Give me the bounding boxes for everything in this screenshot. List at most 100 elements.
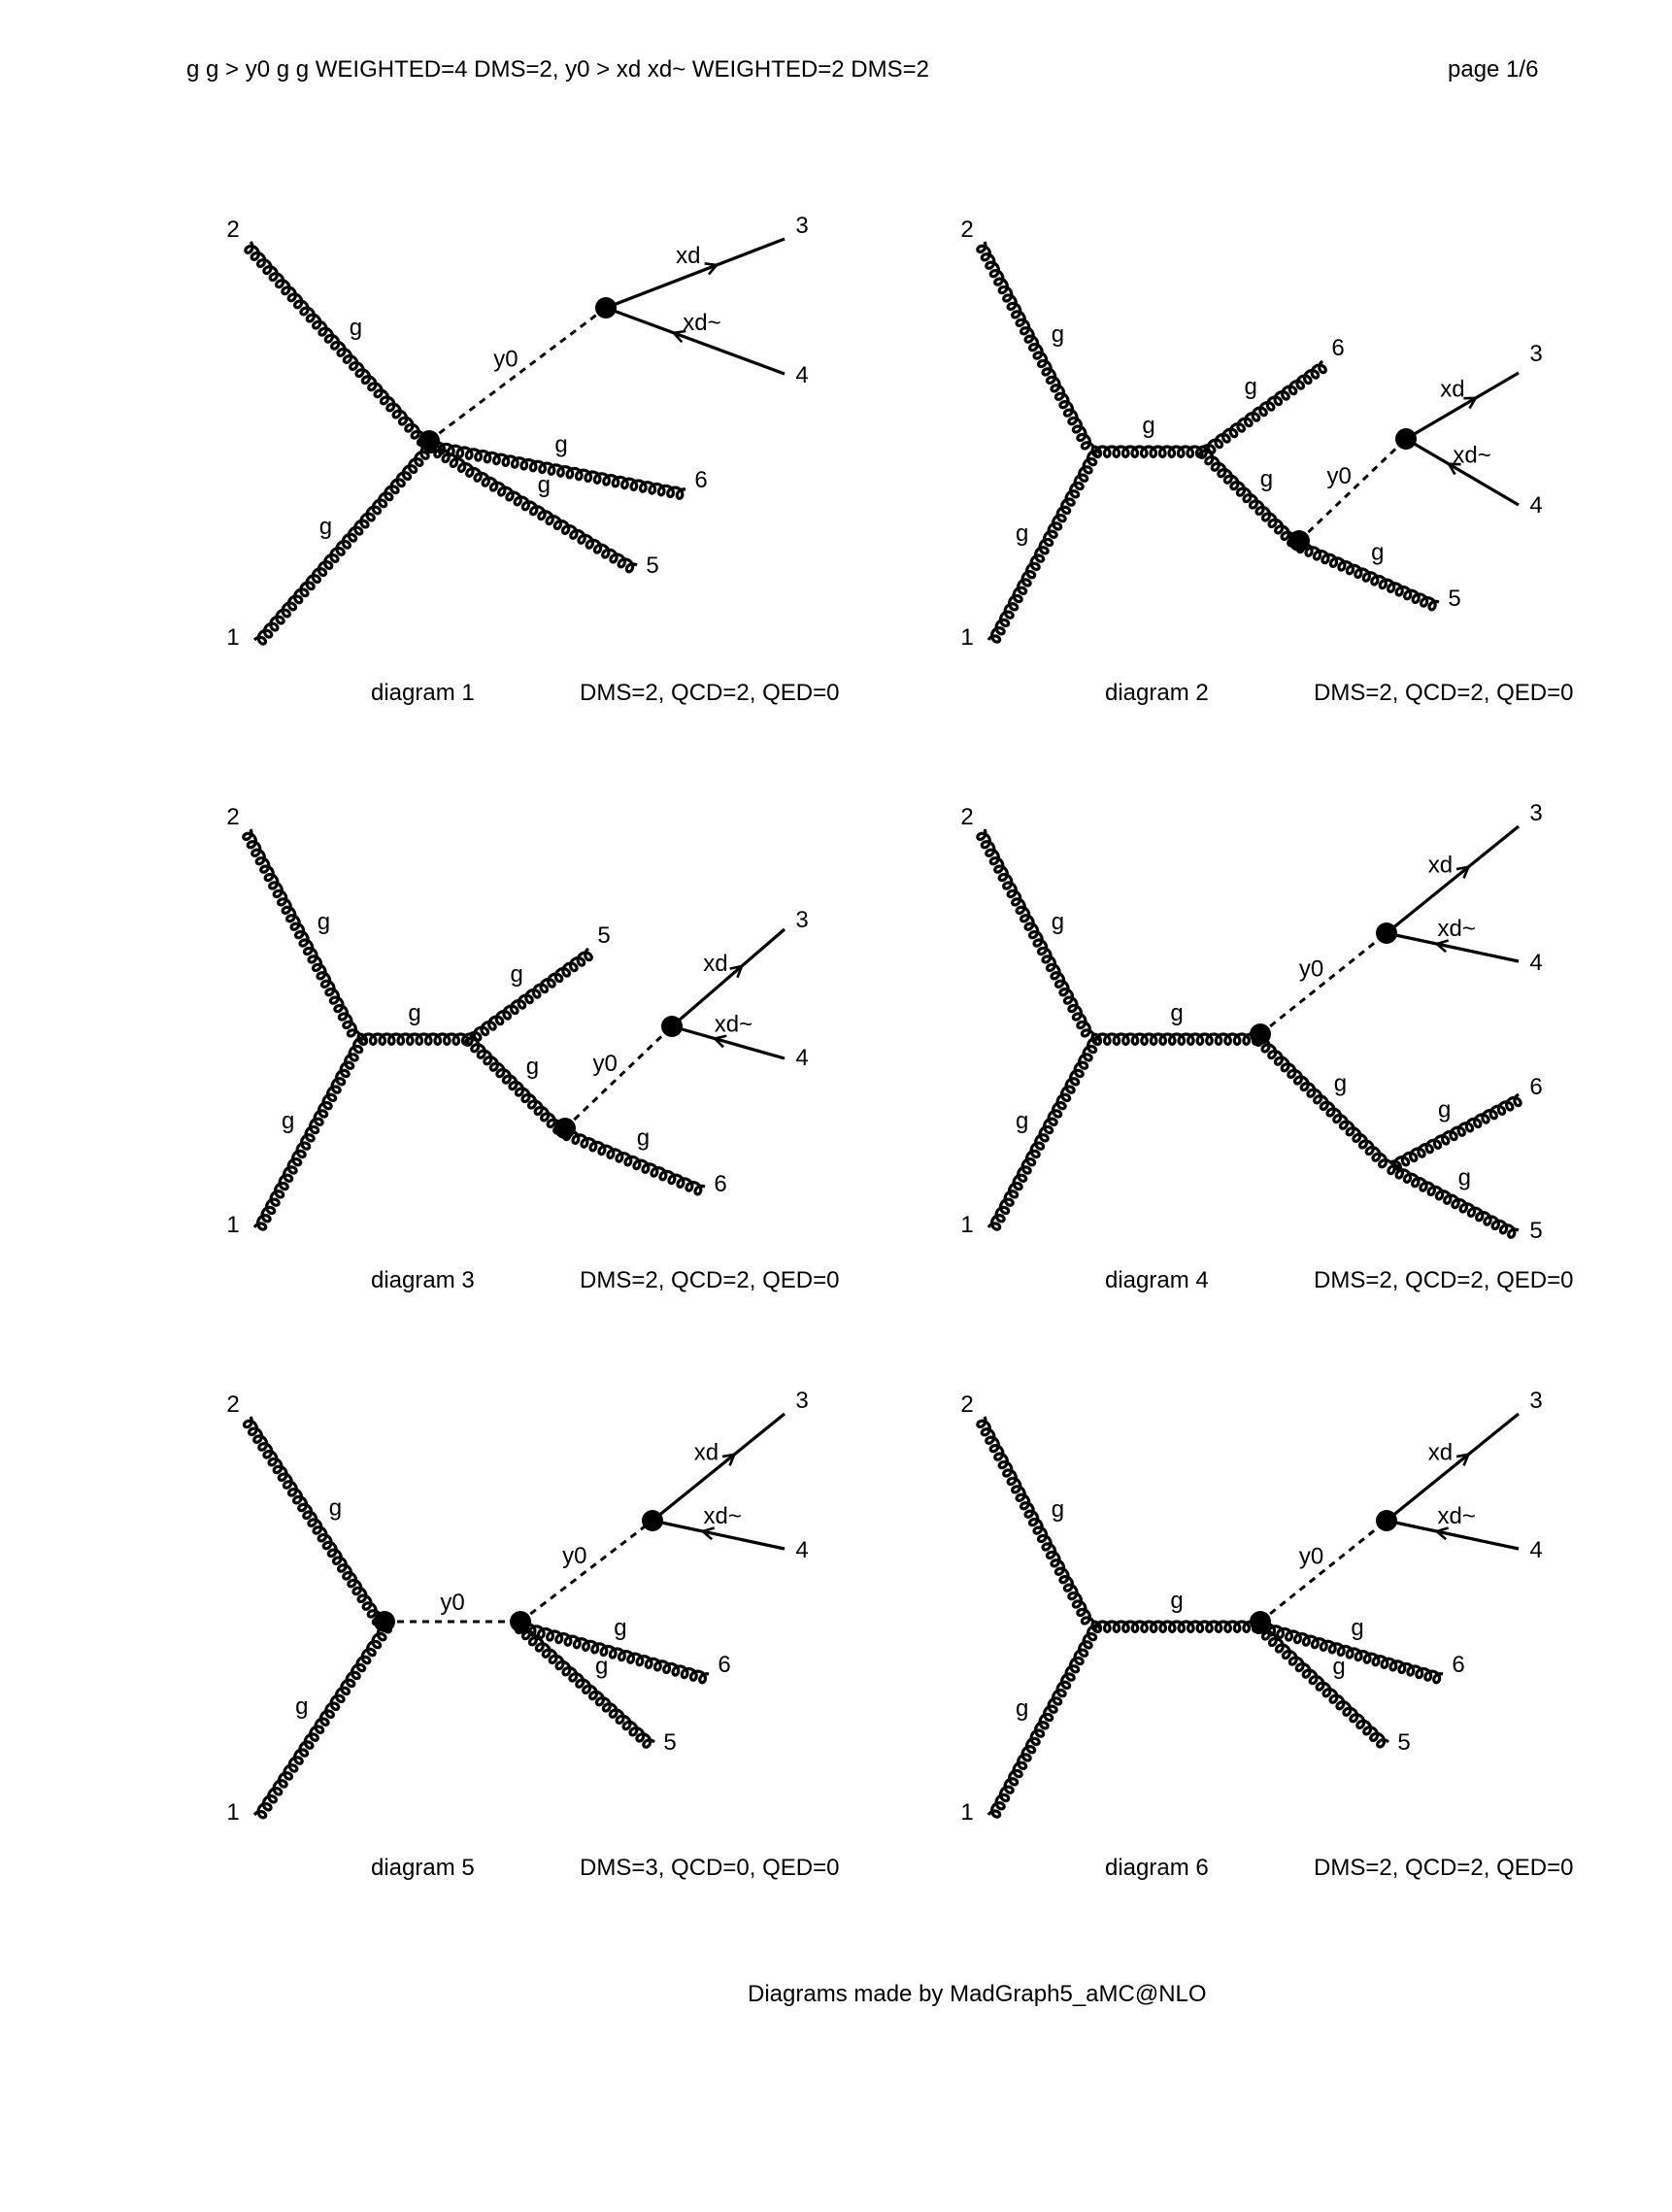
particle-label: g	[1142, 413, 1154, 439]
scalar-line	[428, 306, 607, 443]
particle-label: g	[1016, 1695, 1028, 1722]
external-leg-number: 4	[795, 362, 808, 388]
diagram-couplings: DMS=2, QCD=2, QED=0	[1314, 1267, 1574, 1293]
diagram-name: diagram 5	[371, 1855, 475, 1881]
scalar-line	[1297, 437, 1408, 543]
particle-label: g	[319, 514, 332, 540]
particle-label: g	[595, 1654, 608, 1680]
fermion-line	[1385, 1412, 1521, 1523]
gluon-line	[976, 241, 1095, 451]
external-leg-number: 1	[960, 624, 973, 651]
gluon-line	[1295, 539, 1440, 612]
external-leg-number: 3	[795, 213, 808, 239]
scalar-line	[1259, 931, 1388, 1036]
external-leg-number: 6	[718, 1652, 730, 1678]
diagram-couplings: DMS=2, QCD=2, QED=0	[1314, 1855, 1574, 1881]
external-leg-number: 2	[960, 804, 973, 830]
footer-credit: Diagrams made by MadGraph5_aMC@NLO	[748, 1981, 1207, 2007]
vertex-blob	[554, 1118, 576, 1139]
particle-label: g	[1351, 1615, 1363, 1641]
diagram-couplings: DMS=3, QCD=0, QED=0	[580, 1855, 840, 1881]
scalar-line	[563, 1024, 674, 1130]
particle-label: g	[637, 1125, 650, 1152]
external-leg-number: 6	[1452, 1652, 1464, 1678]
particle-label: g	[1052, 909, 1064, 935]
particle-label: xd	[1428, 852, 1453, 878]
external-leg-number: 6	[714, 1171, 726, 1197]
arrow-icon	[1463, 396, 1479, 410]
vertex-blob	[661, 1016, 683, 1037]
particle-label: g	[1438, 1097, 1451, 1123]
external-leg-number: 3	[795, 907, 808, 933]
particle-label: g	[1371, 539, 1384, 565]
particle-label: xd	[694, 1439, 719, 1465]
particle-label: g	[295, 1693, 308, 1720]
external-leg-number: 5	[1529, 1218, 1542, 1244]
external-leg-number: 1	[960, 1799, 973, 1826]
gluon-line	[976, 1416, 1095, 1625]
external-leg-number: 5	[597, 922, 610, 949]
particle-label: xd~	[715, 1011, 752, 1037]
fermion-line	[671, 1024, 786, 1060]
scalar-line	[519, 1519, 653, 1624]
gluon-line	[1092, 1032, 1261, 1046]
particle-label: g	[1260, 466, 1273, 492]
particle-label: g	[614, 1615, 626, 1641]
gluon-line	[242, 828, 361, 1038]
particle-label: g	[1170, 1000, 1183, 1026]
particle-label: g	[1332, 1654, 1345, 1680]
particle-label: xd~	[1437, 1503, 1475, 1529]
fermion-line	[1405, 437, 1520, 507]
particle-label: xd~	[1453, 443, 1490, 469]
external-leg-number: 5	[1397, 1729, 1410, 1756]
gluon-line	[252, 1621, 392, 1820]
gluon-line	[1387, 1160, 1520, 1239]
gluon-line	[986, 1033, 1102, 1231]
particle-label: xd	[1428, 1439, 1453, 1465]
gluon-line	[424, 439, 638, 574]
gluon-line	[562, 1126, 706, 1196]
arrow-icon	[729, 964, 744, 979]
gluon-line	[1254, 1032, 1392, 1169]
vertex-blob	[1395, 428, 1417, 450]
external-leg-number: 5	[1448, 586, 1460, 612]
external-leg-number: 2	[226, 1391, 239, 1418]
fermion-line	[652, 1519, 786, 1551]
particle-label: xd	[1440, 377, 1464, 403]
particle-label: xd~	[683, 310, 720, 336]
vertex-blob	[1288, 530, 1310, 552]
gluon-line	[463, 1032, 566, 1135]
fermion-line	[1385, 824, 1521, 935]
arrow-icon	[1455, 1453, 1471, 1466]
vertex-blob	[1376, 1510, 1397, 1531]
gluon-line	[1254, 1620, 1389, 1749]
particle-label: g	[408, 1000, 420, 1026]
diagram-name: diagram 6	[1105, 1855, 1209, 1881]
fermion-line	[1386, 931, 1520, 963]
gluon-line	[1258, 1620, 1444, 1685]
external-leg-number: 2	[226, 217, 239, 243]
gluon-line	[252, 440, 436, 646]
vertex-blob	[595, 297, 617, 318]
arrow-icon	[721, 1453, 737, 1466]
gluon-line	[1203, 359, 1327, 454]
gluon-line	[976, 828, 1095, 1038]
particle-label: g	[350, 315, 362, 341]
gluon-line	[986, 1621, 1102, 1819]
diagram-name: diagram 1	[371, 680, 475, 706]
particle-label: g	[329, 1494, 342, 1521]
arrow-icon	[1434, 1526, 1450, 1541]
vertex-blob	[1376, 922, 1397, 944]
scalar-line	[1259, 1519, 1388, 1624]
external-leg-number: 1	[226, 1212, 239, 1238]
gluon-line	[1389, 1092, 1522, 1171]
gluon-line	[1092, 1620, 1261, 1633]
external-leg-number: 3	[1529, 1388, 1542, 1414]
external-leg-number: 3	[1529, 341, 1542, 367]
particle-label: g	[1052, 321, 1064, 348]
